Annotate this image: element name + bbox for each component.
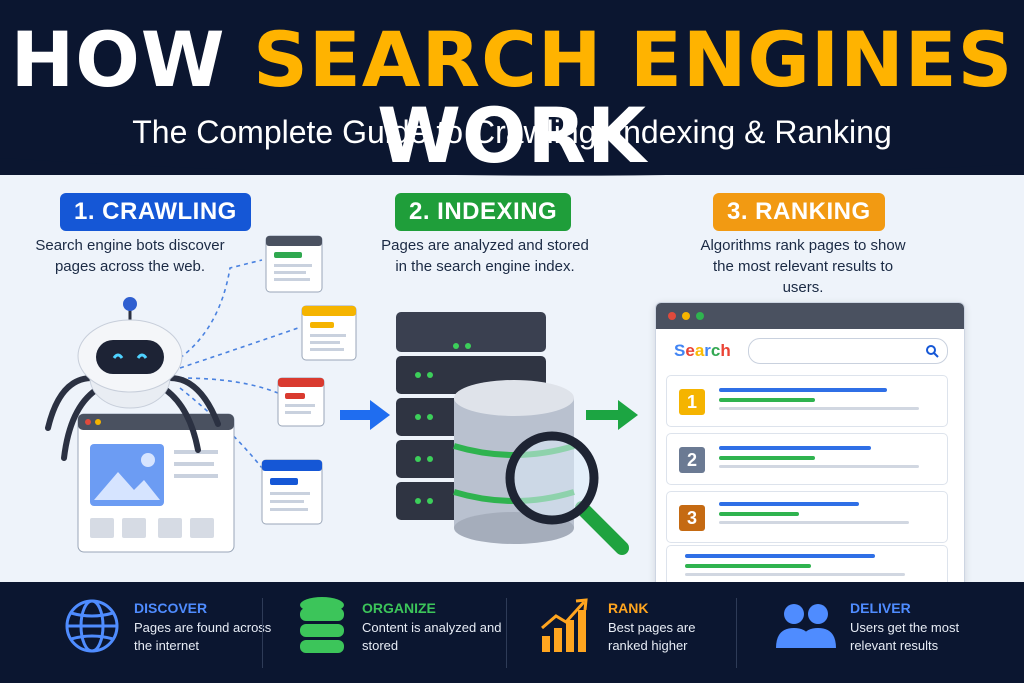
footer-title: DISCOVER: [134, 600, 208, 616]
flow-arrow-blue: [340, 400, 390, 430]
search-input[interactable]: [748, 338, 948, 364]
close-dot-icon[interactable]: [668, 312, 676, 320]
search-result-2[interactable]: 2: [666, 433, 948, 485]
footer-item-rank: RANK Best pages are ranked higher: [538, 582, 728, 683]
result-title-bar: [685, 554, 875, 558]
footer-text: Best pages are ranked higher: [608, 620, 696, 653]
users-icon: [776, 604, 836, 648]
magnifier-icon: [505, 431, 629, 555]
rank-number: 3: [679, 505, 705, 531]
result-url-bar: [719, 398, 815, 402]
footer-item-organize: ORGANIZE Content is analyzed and stored: [296, 582, 501, 683]
maximize-dot-icon[interactable]: [696, 312, 704, 320]
header-banner: [0, 0, 1024, 175]
result-url-bar: [719, 456, 815, 460]
crawl-links: [179, 259, 299, 469]
web-page-icon: [77, 413, 235, 553]
result-url-bar: [719, 512, 799, 516]
step-desc-ranking: Algorithms rank pages to show the most r…: [700, 237, 906, 296]
page-title: HOW SEARCH ENGINES WORK: [0, 22, 1024, 174]
page-subtitle: The Complete Guide to Crawling, Indexing…: [132, 114, 892, 150]
footer-title: ORGANIZE: [362, 600, 436, 616]
header-curve: [0, 150, 1024, 176]
minimize-dot-icon[interactable]: [682, 312, 690, 320]
step-desc-crawling: Search engine bots discover pages across…: [35, 237, 225, 275]
web-page-icon: [261, 459, 323, 525]
web-page-icon: [277, 377, 325, 427]
bar-chart-icon: [541, 598, 588, 652]
footer-bar: DISCOVER Pages are found across the inte…: [0, 582, 1024, 683]
globe-icon: [65, 599, 119, 653]
footer-text: Users get the most relevant results: [850, 620, 960, 653]
result-snippet-bar: [685, 573, 905, 576]
footer-item-deliver: DELIVER Users get the most relevant resu…: [774, 582, 994, 683]
step-badge-indexing: 2. INDEXING: [395, 193, 572, 231]
search-icon[interactable]: [925, 344, 939, 358]
flow-arrow-green: [586, 400, 638, 430]
rank-number: 2: [679, 447, 705, 473]
footer-title: RANK: [608, 600, 649, 616]
footer-text: Content is analyzed and stored: [362, 620, 502, 653]
result-url-bar: [685, 564, 811, 568]
result-snippet-bar: [719, 521, 909, 524]
browser-titlebar: [656, 303, 964, 329]
crawling-illustration: [45, 235, 357, 553]
footer-divider: [736, 598, 737, 668]
web-page-icon: [301, 305, 357, 361]
search-logo: Search: [674, 341, 731, 360]
result-title-bar: [719, 446, 871, 450]
footer-divider: [506, 598, 507, 668]
result-snippet-bar: [719, 407, 919, 410]
result-title-bar: [719, 502, 859, 506]
title-part-1: HOW: [10, 15, 226, 104]
step-badge-ranking: 3. RANKING: [713, 193, 885, 231]
step-badge-crawling: 1. CRAWLING: [60, 193, 251, 231]
result-snippet-bar: [719, 465, 919, 468]
footer-item-discover: DISCOVER Pages are found across the inte…: [60, 582, 271, 683]
footer-text: Pages are found across the internet: [134, 620, 272, 653]
search-result-3[interactable]: 3: [666, 491, 948, 543]
search-result-1[interactable]: 1: [666, 375, 948, 427]
robot-spider-icon: [45, 297, 221, 461]
indexing-illustration: [396, 312, 629, 555]
web-page-icon: [265, 235, 323, 293]
result-title-bar: [719, 388, 887, 392]
title-part-2: WORK: [377, 91, 647, 180]
rank-number: 1: [679, 389, 705, 415]
search-results-browser: Search 1 2 3: [655, 302, 965, 594]
footer-title: DELIVER: [850, 600, 911, 616]
step-desc-indexing: Pages are analyzed and stored in the sea…: [381, 237, 589, 275]
footer-divider: [262, 598, 263, 668]
title-accent: SEARCH ENGINES: [253, 15, 1014, 104]
stack-icon: [300, 597, 344, 653]
